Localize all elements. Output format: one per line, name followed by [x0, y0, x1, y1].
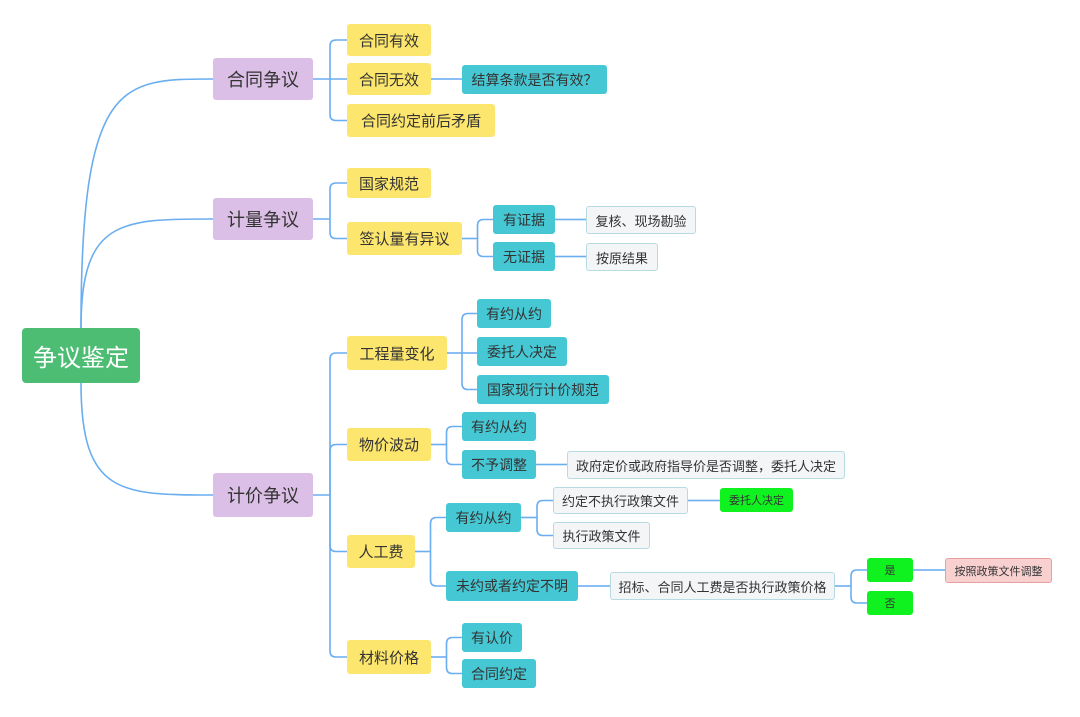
no-evidence[interactable]: 无证据	[493, 242, 555, 271]
no-adjustment[interactable]: 不予调整	[462, 450, 536, 479]
branch-measurement-dispute[interactable]: 计量争议	[213, 198, 313, 240]
unagreed-or-unclear[interactable]: 未约或者约定不明	[446, 571, 578, 601]
answer-no[interactable]: 否	[867, 591, 913, 615]
link-execute-policy-price-question-to-answer-no	[850, 586, 867, 604]
link-price-fluctuation-to-no-adjustment	[445, 444, 462, 466]
keep-original-result[interactable]: 按原结果	[586, 243, 658, 271]
link-quantity-change-to-national-pricing-standard	[461, 353, 477, 391]
contract-agreement[interactable]: 合同约定	[462, 659, 536, 688]
has-evidence[interactable]: 有证据	[493, 205, 555, 234]
execute-policy[interactable]: 执行政策文件	[553, 522, 650, 549]
link-labor-follow-agreement-to-agreed-not-execute-policy	[536, 499, 553, 518]
link-signed-quantity-objection-to-no-evidence	[476, 238, 493, 258]
review-site-survey[interactable]: 复核、现场勘验	[586, 206, 696, 234]
signed-quantity-objection[interactable]: 签认量有异议	[347, 222, 462, 255]
labor-cost[interactable]: 人工费	[347, 535, 415, 568]
contract-contradiction[interactable]: 合同约定前后矛盾	[347, 104, 495, 137]
link-branch-contract-dispute-to-contract-valid	[329, 39, 347, 79]
national-pricing-standard[interactable]: 国家现行计价规范	[477, 375, 609, 404]
link-labor-cost-to-labor-follow-agreement	[429, 516, 446, 552]
link-material-price-to-contract-agreement	[445, 657, 462, 675]
contract-valid[interactable]: 合同有效	[347, 24, 431, 56]
branch-pricing-dispute[interactable]: 计价争议	[213, 473, 313, 517]
link-root-to-branch-pricing-dispute	[80, 382, 214, 496]
link-quantity-change-to-quantity-follow-agreement	[461, 312, 477, 353]
answer-yes[interactable]: 是	[867, 558, 913, 582]
quantity-follow-agreement[interactable]: 有约从约	[477, 299, 551, 328]
link-branch-contract-dispute-to-contract-contradiction	[329, 79, 347, 122]
price-fluctuation[interactable]: 物价波动	[347, 428, 431, 461]
agreed-not-execute-policy[interactable]: 约定不执行政策文件	[553, 487, 688, 514]
link-branch-measurement-dispute-to-signed-quantity-objection	[329, 219, 347, 240]
contract-invalid[interactable]: 合同无效	[347, 63, 431, 95]
link-material-price-to-has-price-confirmation	[445, 636, 462, 657]
link-root-to-branch-measurement-dispute	[80, 218, 214, 329]
price-follow-agreement[interactable]: 有约从约	[462, 412, 536, 441]
settlement-clause-valid[interactable]: 结算条款是否有效？	[462, 65, 607, 94]
link-labor-cost-to-unagreed-or-unclear	[429, 551, 446, 587]
link-labor-follow-agreement-to-execute-policy	[536, 517, 553, 537]
quantity-change[interactable]: 工程量变化	[347, 336, 447, 370]
root-topic[interactable]: 争议鉴定	[22, 328, 140, 383]
labor-follow-agreement[interactable]: 有约从约	[446, 503, 521, 532]
link-signed-quantity-objection-to-has-evidence	[476, 218, 493, 239]
link-execute-policy-price-question-to-answer-yes	[850, 569, 867, 586]
national-standard[interactable]: 国家规范	[347, 168, 431, 198]
adjust-by-policy[interactable]: 按照政策文件调整	[945, 558, 1052, 583]
link-root-to-branch-contract-dispute	[80, 78, 214, 329]
has-price-confirmation[interactable]: 有认价	[462, 623, 522, 652]
quantity-client-decides[interactable]: 委托人决定	[477, 337, 567, 366]
link-branch-pricing-dispute-to-labor-cost	[329, 495, 347, 553]
gov-price-adjustment[interactable]: 政府定价或政府指导价是否调整，委托人决定	[567, 451, 845, 479]
link-branch-pricing-dispute-to-quantity-change	[329, 352, 347, 495]
link-price-fluctuation-to-price-follow-agreement	[445, 425, 462, 445]
link-branch-measurement-dispute-to-national-standard	[329, 182, 347, 219]
execute-policy-price-question[interactable]: 招标、合同人工费是否执行政策价格	[610, 572, 835, 600]
material-price[interactable]: 材料价格	[347, 640, 431, 674]
link-branch-pricing-dispute-to-price-fluctuation	[329, 443, 347, 495]
branch-contract-dispute[interactable]: 合同争议	[213, 58, 313, 100]
labor-client-decides[interactable]: 委托人决定	[720, 488, 793, 512]
link-branch-pricing-dispute-to-material-price	[329, 495, 347, 658]
